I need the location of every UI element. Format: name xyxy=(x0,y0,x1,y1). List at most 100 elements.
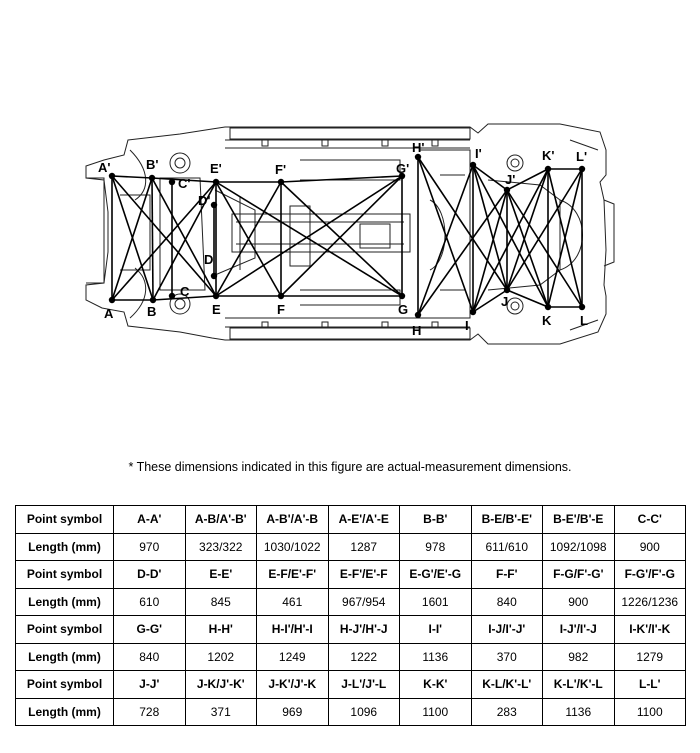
measurement-point-label: D xyxy=(204,252,213,267)
measurement-point-label: L' xyxy=(576,149,587,164)
measurement-point-marker xyxy=(212,178,220,186)
point-symbol-cell: E-G'/E'-G xyxy=(399,560,472,589)
measurement-line xyxy=(151,177,217,297)
measurement-point-label: A' xyxy=(98,160,110,175)
measurement-line xyxy=(151,177,154,301)
measurement-point-label: B xyxy=(147,304,156,319)
length-cell: 970 xyxy=(113,532,186,561)
measurement-point-marker xyxy=(503,186,511,194)
length-cell: 967/954 xyxy=(327,587,400,616)
measurement-point-label: G' xyxy=(396,161,409,176)
length-cell: 1226/1236 xyxy=(613,587,686,616)
point-symbol-cell: A-E'/A'-E xyxy=(327,505,400,534)
measurement-point-label: K xyxy=(542,313,552,328)
measurement-point-label: J' xyxy=(505,172,515,187)
measurement-point-marker xyxy=(210,201,218,209)
point-symbol-cell: I-J'/I'-J xyxy=(542,615,615,644)
measurement-line xyxy=(417,164,474,316)
measurement-point-label: E xyxy=(212,302,221,317)
measurement-point-label: F xyxy=(277,302,285,317)
measurement-point-label: H' xyxy=(412,140,424,155)
measurement-point-marker xyxy=(212,292,220,300)
measurement-point-marker xyxy=(108,172,116,180)
point-symbol-cell: J-K'/J'-K xyxy=(256,670,329,699)
length-header: Length (mm) xyxy=(15,642,114,671)
measurement-line xyxy=(417,156,474,313)
measurement-line xyxy=(280,175,403,297)
measurement-point-marker xyxy=(149,296,157,304)
point-symbol-cell: I-J/I'-J' xyxy=(470,615,543,644)
length-cell: 845 xyxy=(184,587,257,616)
point-symbol-cell: F-G/F'-G' xyxy=(542,560,615,589)
length-cell: 371 xyxy=(184,697,257,726)
length-cell: 370 xyxy=(470,642,543,671)
length-cell: 1136 xyxy=(399,642,472,671)
point-symbol-cell: B-B' xyxy=(399,505,472,534)
point-symbol-cell: K-K' xyxy=(399,670,472,699)
measurement-point-label: L xyxy=(580,313,588,328)
point-symbol-header: Point symbol xyxy=(15,670,114,699)
length-header: Length (mm) xyxy=(15,587,114,616)
measurement-point-label: B' xyxy=(146,157,158,172)
length-cell: 1096 xyxy=(327,697,400,726)
measurement-point-label: C' xyxy=(178,176,190,191)
measurement-line xyxy=(472,189,508,313)
point-symbol-cell: A-B'/A'-B xyxy=(256,505,329,534)
measurement-line xyxy=(215,175,403,297)
point-symbol-cell: G-G' xyxy=(113,615,186,644)
measurement-point-label: I xyxy=(465,318,469,333)
length-cell: 1100 xyxy=(399,697,472,726)
measurement-point-label: G xyxy=(398,302,408,317)
point-symbol-cell: D-D' xyxy=(113,560,186,589)
measurement-point-marker xyxy=(414,153,422,161)
measurement-line xyxy=(417,156,508,291)
length-cell: 969 xyxy=(256,697,329,726)
measurement-line xyxy=(506,289,549,308)
point-symbol-cell: F-G'/F'-G xyxy=(613,560,686,589)
measurement-point-marker xyxy=(148,174,156,182)
measurement-point-label: J xyxy=(501,294,508,309)
length-cell: 982 xyxy=(542,642,615,671)
point-symbol-cell: J-K/J'-K' xyxy=(184,670,257,699)
measurement-point-label: I' xyxy=(475,146,482,161)
measurement-note: * These dimensions indicated in this fig… xyxy=(128,460,572,474)
point-symbol-cell: B-E'/B'-E xyxy=(542,505,615,534)
length-cell: 323/322 xyxy=(184,532,257,561)
length-cell: 1222 xyxy=(327,642,400,671)
measurement-line xyxy=(547,168,583,308)
measurement-point-label: D' xyxy=(198,193,210,208)
point-symbol-cell: H-J'/H'-J xyxy=(327,615,400,644)
measurement-line xyxy=(111,175,153,179)
measurement-line xyxy=(215,181,282,297)
length-cell: 728 xyxy=(113,697,186,726)
measurement-point-marker xyxy=(210,272,218,280)
length-cell: 900 xyxy=(542,587,615,616)
measurement-line xyxy=(151,177,217,183)
length-cell: 1279 xyxy=(613,642,686,671)
measurement-line xyxy=(280,181,403,297)
length-cell: 610 xyxy=(113,587,186,616)
length-cell: 1136 xyxy=(542,697,615,726)
measurement-point-marker xyxy=(503,286,511,294)
measurement-point-label: C xyxy=(180,284,190,299)
measurement-line xyxy=(506,168,583,291)
measurement-point-label: K' xyxy=(542,148,554,163)
point-symbol-header: Point symbol xyxy=(15,615,114,644)
point-symbol-cell: C-C' xyxy=(613,505,686,534)
measurement-point-marker xyxy=(108,296,116,304)
measurement-point-marker xyxy=(168,292,176,300)
length-cell: 900 xyxy=(613,532,686,561)
point-symbol-cell: E-E' xyxy=(184,560,257,589)
measurement-point-marker xyxy=(544,303,552,311)
length-header: Length (mm) xyxy=(15,697,114,726)
measurement-line xyxy=(111,175,217,297)
length-cell: 461 xyxy=(256,587,329,616)
measurement-point-marker xyxy=(469,308,477,316)
